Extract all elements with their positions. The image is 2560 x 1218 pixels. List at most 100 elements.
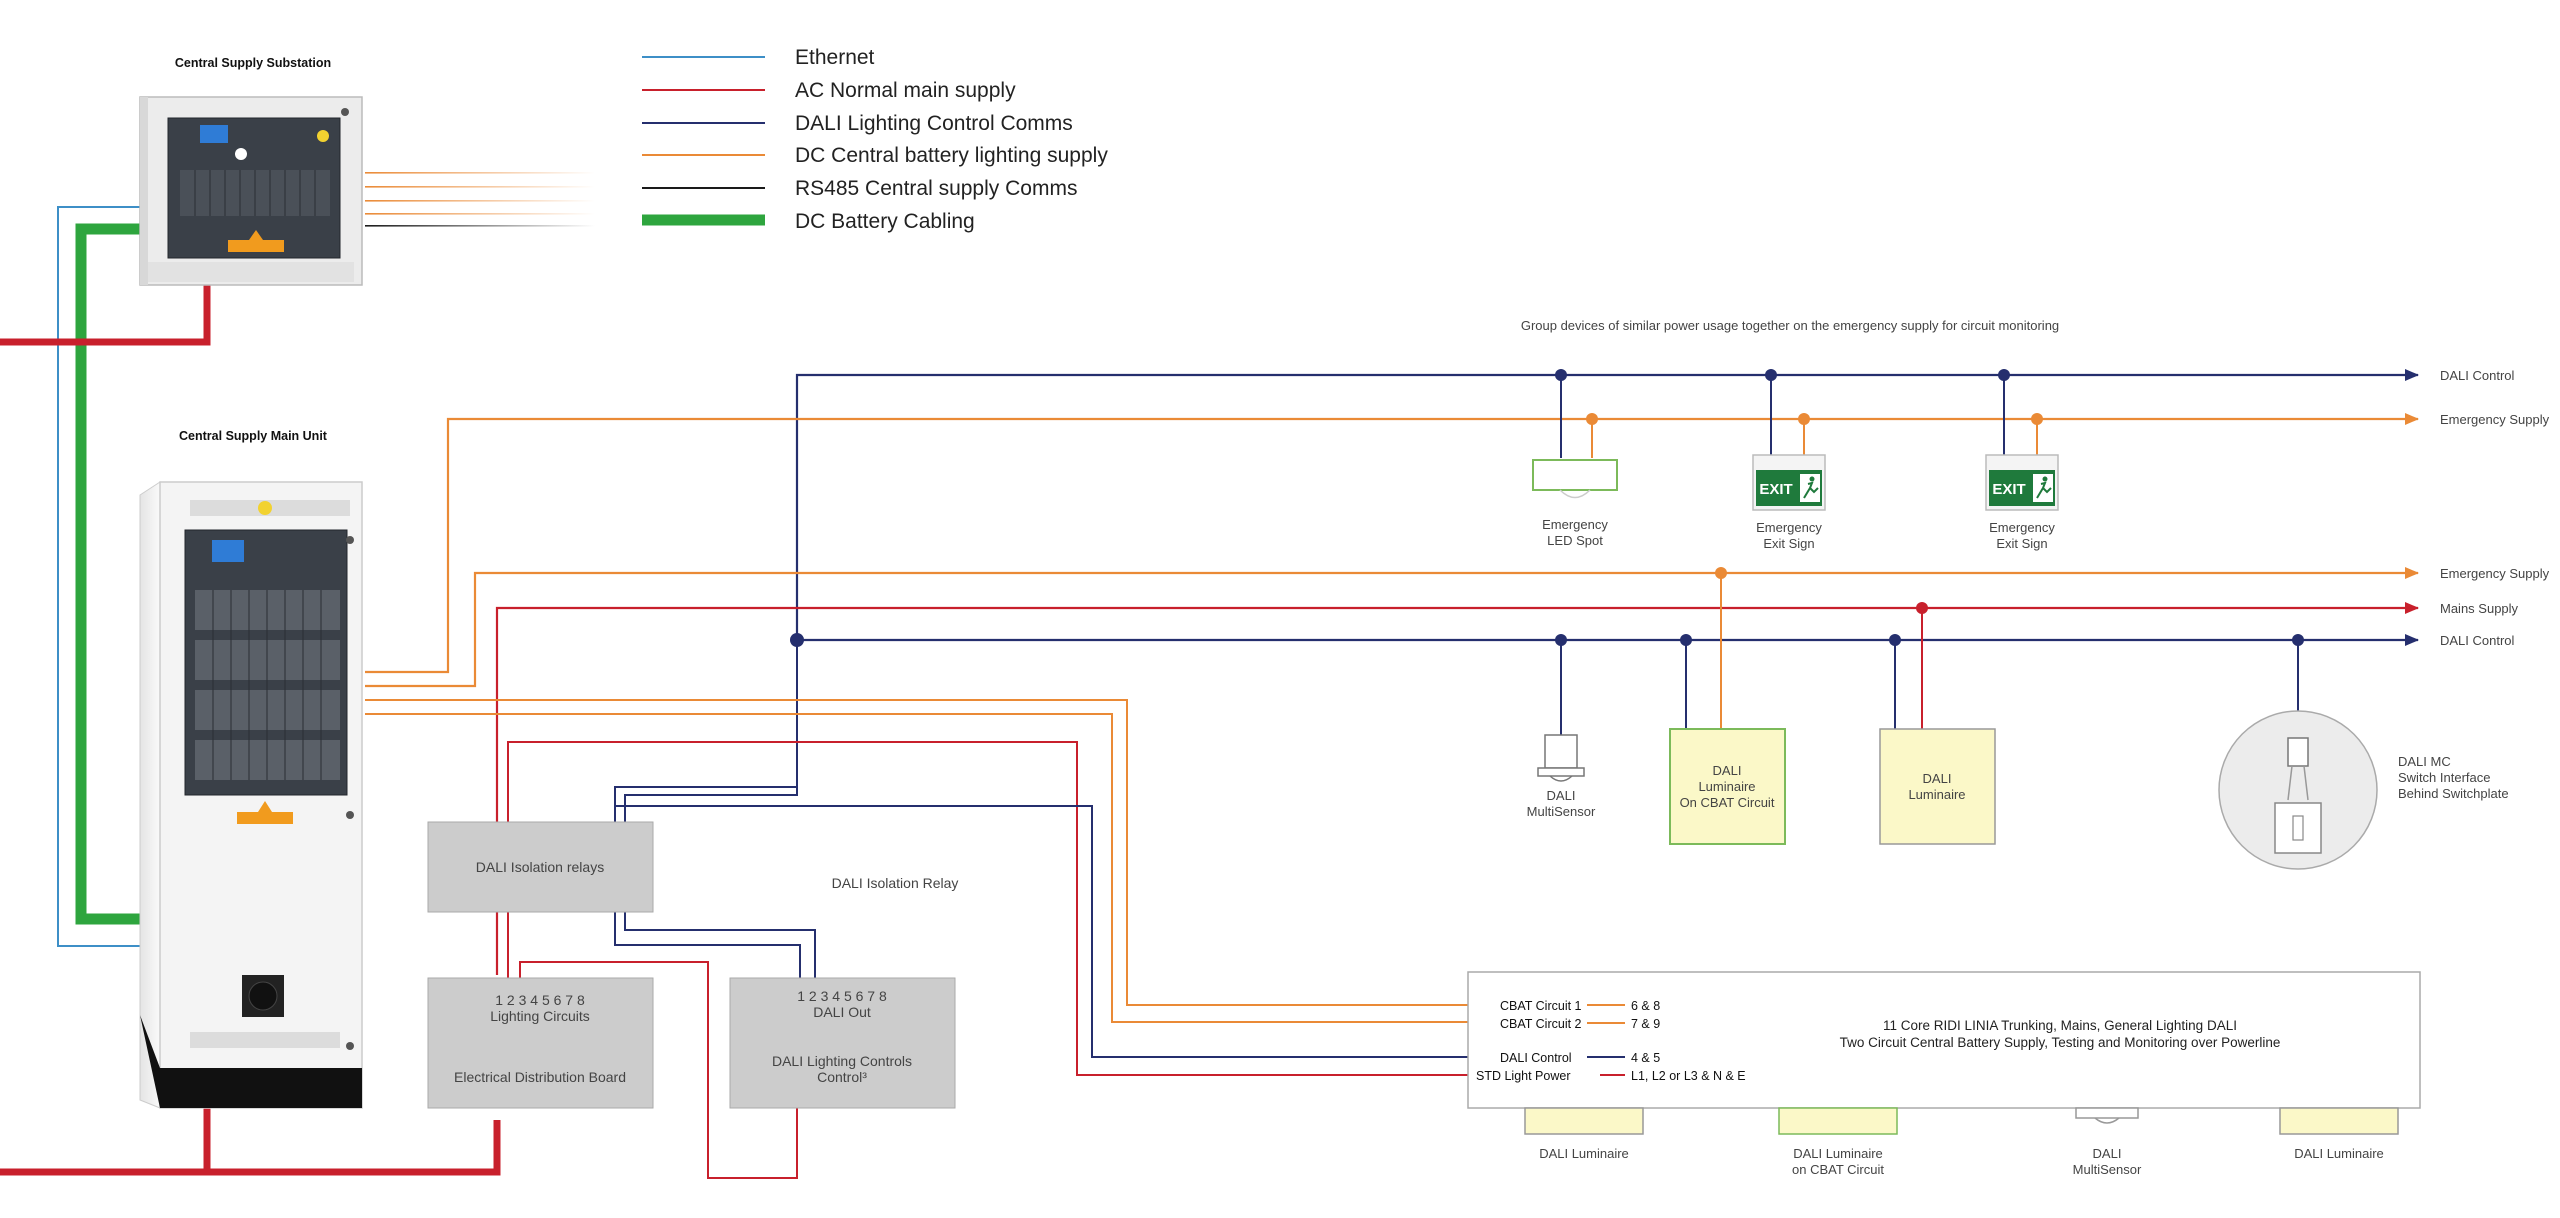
main-unit-bottom-vent <box>190 1032 340 1048</box>
device-multisensor: DALI MultiSensor <box>1527 634 1596 819</box>
output-fade <box>365 186 595 188</box>
main-unit-key <box>258 501 272 515</box>
trunking-row-label: CBAT Circuit 2 <box>1500 1017 1582 1031</box>
main-unit-title: Central Supply Main Unit <box>179 429 328 443</box>
trunking-body <box>1467 971 2421 1109</box>
dali-control-riser <box>795 369 2419 640</box>
dali-to-trunking <box>614 805 1475 1058</box>
exit-sign-label-1: Emergency <box>1989 520 2055 535</box>
legend-label: Ethernet <box>795 46 875 69</box>
dali-mc-module <box>2287 737 2309 767</box>
warning-triangle-icon <box>249 230 263 240</box>
ac-cable-substation <box>0 285 211 346</box>
output-fade <box>365 225 595 227</box>
dali-mc-wires <box>2287 765 2309 801</box>
legend-item-dc-battery-cabling: DC Battery Cabling <box>642 210 975 233</box>
ethernet-cable <box>57 206 140 947</box>
junction-dot <box>1998 369 2010 381</box>
switch-rocker <box>2292 815 2304 841</box>
output-fade <box>365 213 595 215</box>
luminaire-bar <box>2279 1107 2399 1135</box>
dali-mc-label-1: DALI MC <box>2398 754 2451 769</box>
legend-item-ac-normal-main-supply: AC Normal main supply <box>642 79 1016 102</box>
multisensor-label-2: MultiSensor <box>1527 804 1596 819</box>
bottom-luminaire-label-1: DALI Luminaire <box>1793 1146 1883 1161</box>
trunking-desc-1: 11 Core RIDI LINIA Trunking, Mains, Gene… <box>1883 1018 2237 1033</box>
isolation-relay-caption: DALI Isolation Relay <box>832 875 959 891</box>
dali-mc-label-2: Switch Interface <box>2398 770 2491 785</box>
device-led-spot: Emergency LED Spot <box>1532 369 1618 548</box>
led-spot-lens <box>1559 489 1591 499</box>
device-dali-mc: DALI MC Switch Interface Behind Switchpl… <box>2218 634 2509 870</box>
luminaire-label-2: Luminaire <box>1908 787 1965 802</box>
emergency-supply-mid <box>365 567 2419 688</box>
led-spot-body <box>1532 459 1618 491</box>
controls-numbers: 1 2 3 4 5 6 7 8 <box>797 988 887 1004</box>
multisensor-body <box>1544 734 1578 769</box>
multisensor-label-1: DALI <box>1547 788 1576 803</box>
trunking-row-value: 7 & 9 <box>1631 1017 1660 1031</box>
junction-dot <box>1889 634 1901 646</box>
group-note: Group devices of similar power usage tog… <box>1521 318 2059 333</box>
ac-distribution-wire-2 <box>519 961 798 1179</box>
trunking-row-label: CBAT Circuit 1 <box>1500 999 1582 1013</box>
junction-dot <box>2031 413 2043 425</box>
substation-display <box>200 125 228 143</box>
relay-to-controls <box>614 912 801 978</box>
legend-item-ethernet: Ethernet <box>642 46 875 69</box>
exit-sign-label-2: Exit Sign <box>1996 536 2047 551</box>
junction-dot <box>790 633 804 647</box>
trunking-row-cbat-2: CBAT Circuit 2 7 & 9 <box>1500 1017 1660 1031</box>
controls-line-2: Control³ <box>817 1069 867 1085</box>
luminaire-bar <box>1524 1107 1644 1135</box>
luminaire-bar <box>1778 1107 1898 1135</box>
bottom-luminaire-label-2: on CBAT Circuit <box>1792 1162 1884 1177</box>
junction-dot <box>1715 567 1727 579</box>
junction-dot <box>1586 413 1598 425</box>
legend-item-dali-lighting-control-comms: DALI Lighting Control Comms <box>642 112 1073 135</box>
junction-dot <box>1555 634 1567 646</box>
bottom-luminaire-2: DALI Luminaire <box>2279 1107 2399 1161</box>
bus-label-emergency-supply-mid: Emergency Supply <box>2440 566 2550 581</box>
controls-subtitle: DALI Out <box>813 1004 871 1020</box>
screw <box>341 108 349 116</box>
legend-label: RS485 Central supply Comms <box>795 177 1077 200</box>
luminaire-label-2: Luminaire <box>1698 779 1755 794</box>
substation-dial <box>235 148 247 160</box>
bus-label-dali-control-top: DALI Control <box>2440 368 2515 383</box>
main-unit-side <box>139 481 161 1109</box>
legend-label: DC Battery Cabling <box>795 210 975 233</box>
output-fade <box>365 172 595 174</box>
screw <box>346 811 354 819</box>
dali-to-relays-2 <box>624 640 798 822</box>
exit-sign-text: EXIT <box>1992 481 2025 498</box>
distribution-board-numbers: 1 2 3 4 5 6 7 8 <box>495 992 585 1008</box>
luminaire-label-3: On CBAT Circuit <box>1680 795 1775 810</box>
junction-dot <box>1798 413 1810 425</box>
bottom-luminaire-cbat: DALI Luminaire on CBAT Circuit <box>1778 1107 1898 1177</box>
bottom-luminaire-label: DALI Luminaire <box>1539 1146 1629 1161</box>
luminaire-label-1: DALI <box>1713 763 1742 778</box>
controls-line-1: DALI Lighting Controls <box>772 1053 912 1069</box>
main-unit-plinth <box>140 1015 362 1108</box>
isolation-relays-box: DALI Isolation relays <box>427 821 654 913</box>
luminaire-label-1: DALI <box>1923 771 1952 786</box>
warning-triangle-icon <box>258 801 272 812</box>
multisensor-dome <box>2094 1117 2120 1124</box>
substation-vent <box>148 262 354 282</box>
device-luminaire: DALI Luminaire <box>1879 602 1996 845</box>
junction-dot <box>1916 602 1928 614</box>
dc-to-trunking-1 <box>365 699 1475 1006</box>
trunking-row-cbat-1: CBAT Circuit 1 6 & 8 <box>1500 999 1660 1013</box>
ac-distribution-wire <box>507 741 1475 1076</box>
central-supply-main-unit: Central Supply Main Unit <box>139 429 363 1109</box>
running-man-icon <box>2033 474 2053 502</box>
junction-dot <box>2292 634 2304 646</box>
legend: Ethernet AC Normal main supply DALI Ligh… <box>642 46 1108 233</box>
exit-sign-label-2: Exit Sign <box>1763 536 1814 551</box>
trunking-desc-2: Two Circuit Central Battery Supply, Test… <box>1840 1035 2281 1050</box>
central-supply-substation: Central Supply Substation <box>139 56 363 286</box>
junction-dot <box>1555 369 1567 381</box>
main-unit-display <box>212 540 244 562</box>
device-exit-sign-1: EXIT Emergency Exit Sign <box>1752 369 1826 551</box>
